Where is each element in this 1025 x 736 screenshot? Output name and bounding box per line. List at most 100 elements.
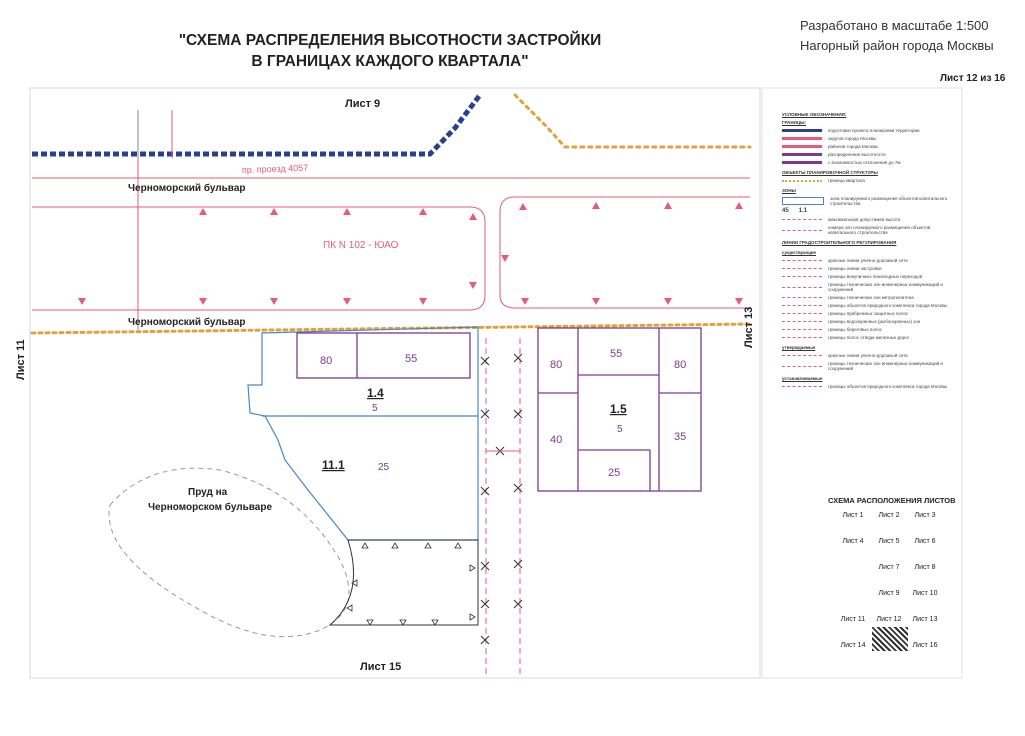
- legend-item-label: границы объектов природного комплекса го…: [828, 303, 948, 308]
- legend-number-sample: 1.1: [798, 208, 808, 214]
- scale-text: Разработано в масштабе 1:500: [800, 18, 989, 33]
- buildings-zone-15: [537, 327, 702, 492]
- legend-swatch: [782, 197, 824, 205]
- legend-item-label: подготовки проекта планировки территории: [828, 128, 920, 133]
- legend-item: границы водоохранных (рыбоохранных) зон: [782, 319, 952, 324]
- sheet-grid-cell: Лист 8: [914, 564, 936, 571]
- sheet-grid-cell: Лист 16: [912, 642, 938, 649]
- legend-item-label: красные линии улично-дорожной сети: [828, 353, 908, 358]
- legend-item: ЛИНИИ ГРАДОСТРОИТЕЛЬНОГО РЕГУЛИРОВАНИЯ: [782, 240, 952, 245]
- legend-swatch: [782, 145, 822, 148]
- zone-outline-blue: [247, 326, 479, 541]
- legend-swatch: [782, 386, 822, 387]
- planning-boundary-line: [32, 93, 482, 157]
- height-25: 25: [608, 467, 620, 479]
- boulevard-red-line-left: [32, 206, 486, 311]
- legend-item: границы объектов природного комплекса го…: [782, 384, 952, 389]
- legend-item-label: зона планируемого размещения объектов ка…: [830, 196, 948, 206]
- legend-item-label: номера зон планируемого размещения объек…: [828, 225, 931, 235]
- legend-swatch: [782, 313, 822, 314]
- legend-swatch: [782, 268, 822, 269]
- legend-swatch: [782, 219, 822, 220]
- legend-item: границы береговых полос: [782, 327, 952, 332]
- building-zone-14: [296, 332, 471, 379]
- legend-swatch: [782, 229, 822, 231]
- legend-swatch: [782, 161, 822, 164]
- sheet-grid-cell: Лист 5: [878, 538, 900, 545]
- sheet-grid-cell: Лист 10: [912, 590, 938, 597]
- title-line-2: В ГРАНИЦАХ КАЖДОГО КВАРТАЛА": [251, 53, 529, 70]
- map-title: "СХЕМА РАСПРЕДЕЛЕНИЯ ВЫСОТНОСТИ ЗАСТРОЙК…: [150, 30, 630, 72]
- legend-swatch: [782, 286, 822, 288]
- legend-item: номера зон планируемого размещения объек…: [782, 225, 952, 235]
- legend-item: границы объектов природного комплекса го…: [782, 303, 952, 308]
- sheet-grid-cell: Лист 2: [878, 512, 900, 519]
- legend-item-label: границы водоохранных (рыбоохранных) зон: [828, 319, 921, 324]
- legend-swatch: [782, 153, 822, 156]
- label-proezd: пр. проезд 4057: [242, 163, 309, 175]
- legend-item: граница квартала: [782, 178, 952, 183]
- sheet-frame: [29, 87, 761, 679]
- height-35: 35: [674, 431, 686, 443]
- legend-item-label: с возможностью отклонения до 7м: [828, 160, 901, 165]
- label-zone-15: 1.5: [610, 402, 627, 416]
- label-pk: ПК N 102 - ЮАО: [323, 240, 399, 251]
- small-triangles: [346, 542, 476, 626]
- legend-item-label: ЗОНЫ: [782, 188, 796, 193]
- legend-item: границы внеуличных пешеходных переходов: [782, 274, 952, 279]
- legend-item: красные линии улично-дорожной сети: [782, 353, 952, 358]
- label-pond-1: Пруд на: [188, 487, 228, 498]
- legend-item-label: границы объектов природного комплекса го…: [828, 384, 948, 389]
- title-line-1: "СХЕМА РАСПРЕДЕЛЕНИЯ ВЫСОТНОСТИ ЗАСТРОЙК…: [178, 32, 602, 49]
- legend-swatch: [782, 276, 822, 277]
- label-sheet-left: Лист 11: [15, 339, 27, 380]
- legend-item: красные линии улично-дорожной сети: [782, 258, 952, 263]
- legend-frame: [761, 87, 963, 679]
- label-sheet-right: Лист 13: [743, 307, 755, 348]
- district-text: Нагорный район города Москвы: [800, 38, 994, 53]
- legend-item: утверждаемые: [782, 345, 952, 350]
- legend-swatch: [782, 321, 822, 322]
- legend-item: границы технических зон метрополитена: [782, 295, 952, 300]
- legend-item-label: граница квартала: [828, 178, 865, 183]
- legend-number-sample: 45: [782, 208, 789, 214]
- legend-swatch: [782, 329, 822, 330]
- label-sheet-top: Лист 9: [345, 98, 380, 110]
- legend-swatch: [782, 297, 822, 298]
- technical-zone-outline: [328, 539, 479, 626]
- label-zone-14: 1.4: [367, 386, 384, 400]
- sheet-grid-cell: Лист 6: [914, 538, 936, 545]
- sheet-grid-cell: Лист 3: [914, 512, 936, 519]
- sheet-grid-cell: Лист 12: [876, 616, 902, 623]
- legend-item-label: границы технических зон инженерных комму…: [828, 361, 943, 371]
- block-boundary-bottom: [30, 322, 754, 335]
- legend: УСЛОВНЫЕ ОБОЗНАЧЕНИЯ: ГРАНИЦЫ: подготовк…: [782, 112, 952, 389]
- legend-swatch: [782, 260, 822, 261]
- current-sheet-hatch: [872, 627, 908, 651]
- sheet-number: Лист 12 из 16: [940, 73, 1006, 84]
- legend-borders-head: ГРАНИЦЫ:: [782, 120, 807, 125]
- legend-item: округов города Москвы: [782, 136, 952, 141]
- label-sheet-bottom: Лист 15: [360, 661, 401, 673]
- legend-item-label: районов города Москвы: [828, 144, 879, 149]
- legend-item: зона планируемого размещения объектов ка…: [782, 196, 952, 206]
- legend-item: районов города Москвы: [782, 144, 952, 149]
- sheet-grid-cell: Лист 9: [878, 590, 900, 597]
- scale-note: Разработано в масштабе 1:500 Нагорный ра…: [800, 16, 994, 56]
- legend-item-label: устанавливаемые: [782, 376, 823, 381]
- legend-swatch: [782, 179, 822, 182]
- legend-item-label: существующие: [782, 250, 817, 255]
- legend-item: границы прибрежных защитных полос: [782, 311, 952, 316]
- sheet-grid-cell: Лист 4: [842, 538, 864, 545]
- legend-item-label: границы линии застройки: [828, 266, 882, 271]
- sheet-grid-cell: Лист 1: [842, 512, 864, 519]
- legend-item-label: границы технических зон метрополитена: [828, 295, 914, 300]
- legend-item-label: границы полос отвода железных дорог: [828, 335, 910, 340]
- legend-item: ОБЪЕКТЫ ПЛАНИРОВОЧНОЙ СТРУКТУРЫ: [782, 170, 952, 175]
- label-zone-111-height: 25: [378, 462, 390, 473]
- block-boundary-top: [513, 93, 752, 149]
- sheet-grid-cell: Лист 7: [878, 564, 900, 571]
- sheet-grid-cell: Лист 11: [840, 616, 866, 623]
